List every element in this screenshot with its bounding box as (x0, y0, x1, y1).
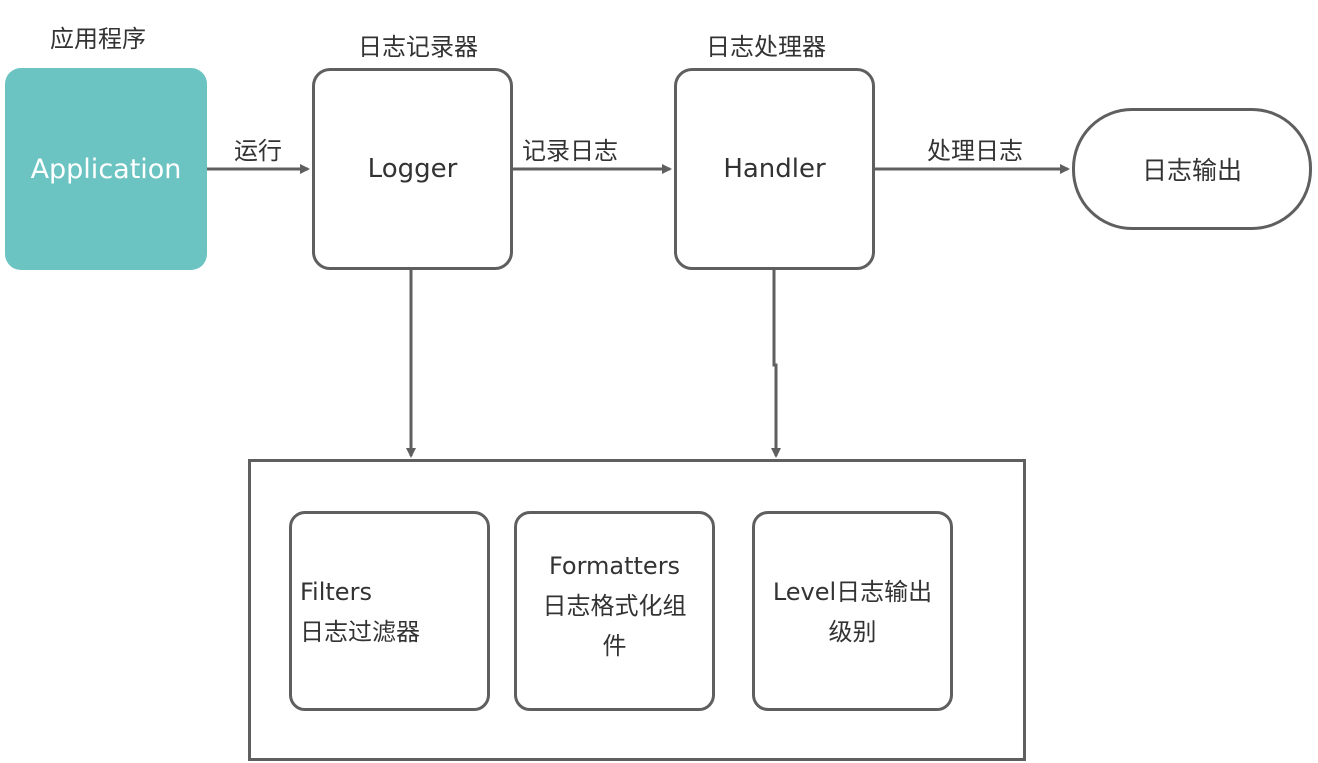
application-caption: 应用程序 (50, 25, 146, 53)
output-node: 日志输出 (1072, 108, 1312, 230)
edge-label-process: 处理日志 (927, 137, 1023, 165)
edge-label-run: 运行 (234, 137, 282, 165)
formatters-subtitle-cont: 件 (602, 632, 627, 660)
application-label: Application (30, 153, 182, 185)
formatters-component: Formatters 日志格式化组 件 (514, 511, 715, 711)
edge-label-record: 记录日志 (522, 137, 618, 165)
filters-component: Filters 日志过滤器 (289, 511, 490, 711)
logger-caption: 日志记录器 (358, 33, 478, 61)
level-component: Level日志输出 级别 (752, 511, 953, 711)
level-subtitle: 级别 (828, 618, 877, 646)
formatters-title: Formatters (548, 552, 681, 580)
handler-node: Handler (674, 68, 875, 270)
handler-label: Handler (723, 154, 826, 184)
output-label: 日志输出 (1141, 156, 1242, 185)
filters-title: Filters (300, 578, 372, 606)
arrow-handler-to-components (771, 269, 781, 458)
level-title: Level日志输出 (772, 578, 933, 606)
formatters-subtitle: 日志格式化组 (542, 592, 687, 620)
filters-subtitle: 日志过滤器 (300, 618, 420, 646)
handler-caption: 日志处理器 (706, 33, 826, 61)
logger-node: Logger (312, 68, 513, 270)
logger-label: Logger (367, 154, 458, 184)
application-node: Application (5, 68, 207, 270)
